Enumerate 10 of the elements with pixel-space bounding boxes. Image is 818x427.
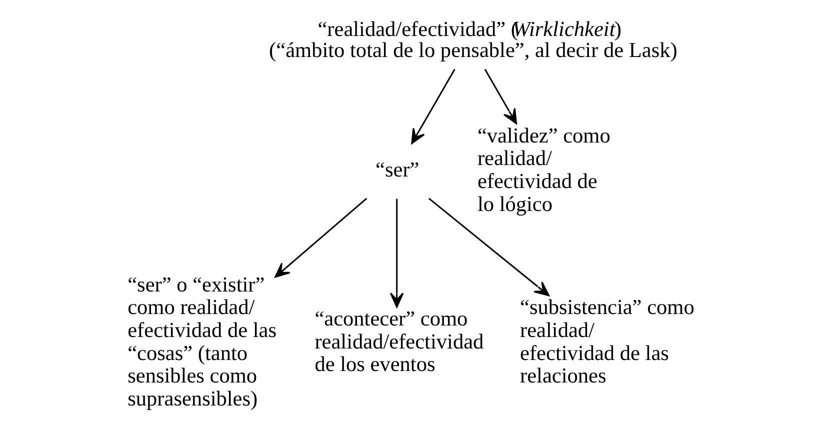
arrow bbox=[428, 198, 550, 296]
node-text: “subsistencia” como realidad/ efectividad de las relaciones bbox=[520, 295, 694, 388]
node-text: “acontecer” como realidad/efectividad de los eventos bbox=[314, 306, 484, 376]
arrow bbox=[411, 68, 456, 144]
arrow bbox=[274, 198, 368, 278]
arrow bbox=[390, 198, 404, 308]
node-text: “validez” como realidad/ efectividad de lo lógico bbox=[477, 123, 610, 216]
node-text: “ser” bbox=[376, 158, 420, 182]
node-text: “ser” o “existir” como realidad/ efectividad de las “cosas” (tanto sensibles como suprasensibles) bbox=[128, 272, 277, 410]
arrow bbox=[484, 68, 517, 124]
